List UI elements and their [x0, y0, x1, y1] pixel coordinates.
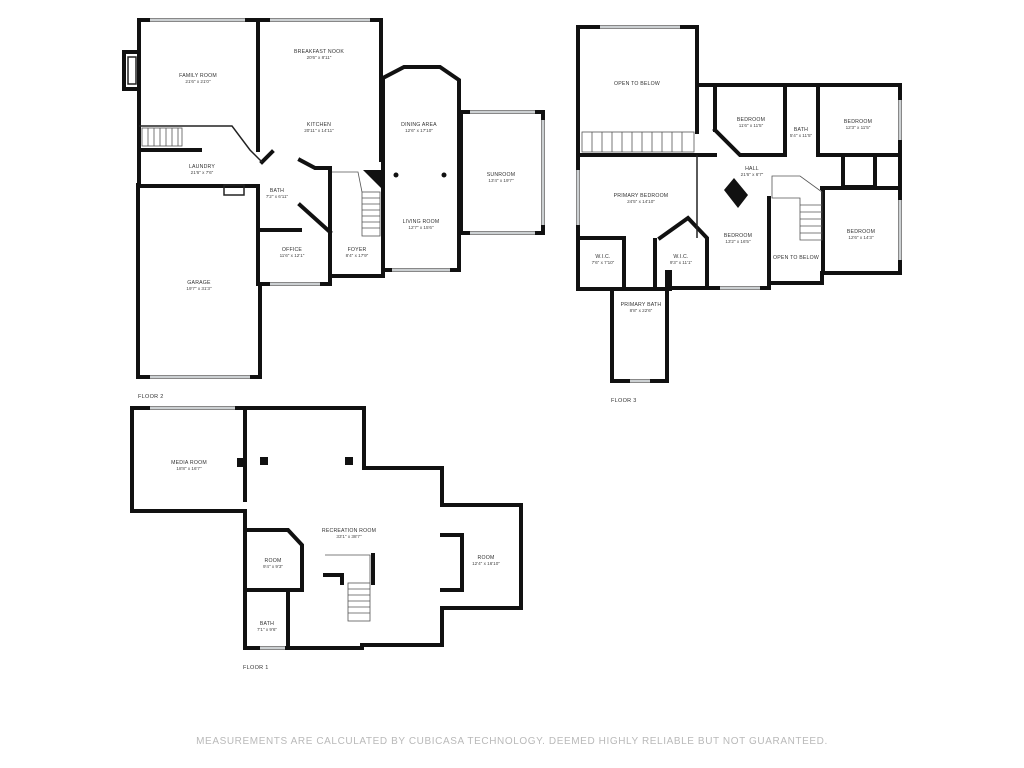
- family-room-dim: 21'6" x 21'0": [185, 79, 211, 84]
- floor-2-label: FLOOR 2: [138, 394, 164, 400]
- living-room-name: LIVING ROOM: [403, 219, 440, 225]
- bedroom-a-dim: 11'6" x 11'5": [739, 123, 764, 128]
- bath-name: BATH: [794, 127, 808, 133]
- stairs: [141, 127, 183, 147]
- foyer-name: FOYER: [348, 247, 367, 253]
- dining-area-name: DINING AREA: [401, 122, 437, 128]
- floor-2-plan: FAMILY ROOM 21'6" x 21'0" BREAKFAST NOOK…: [122, 18, 545, 400]
- wic-2-name: W.I.C.: [673, 254, 688, 260]
- kitchen-name: KITCHEN: [307, 122, 331, 128]
- floor-1-outer-wall: [130, 406, 523, 650]
- office-dim: 11'6" x 12'1": [280, 253, 305, 258]
- primary-bath-dim: 8'8" x 22'6": [630, 308, 653, 313]
- chimney: [724, 178, 748, 208]
- fireplace-hearth: [127, 56, 137, 85]
- bath-dim: 7'1" x 9'6": [257, 627, 277, 632]
- floor-3-label: FLOOR 3: [611, 398, 637, 404]
- column: [260, 457, 268, 465]
- family-room-counter: [139, 125, 263, 163]
- bedroom-b-dim: 12'3" x 11'5": [846, 125, 871, 130]
- garage-dim: 19'7" x 31'3": [186, 286, 212, 291]
- floor-1-plan: MEDIA ROOM 18'8" x 16'7" RECREATION ROOM…: [130, 406, 523, 671]
- bath-dim: 7'2" x 6'11": [266, 194, 289, 199]
- open-to-below-2-name: OPEN TO BELOW: [773, 255, 819, 261]
- recreation-room-dim: 33'1" x 38'7": [336, 534, 362, 539]
- laundry-dim: 21'6" x 7'6": [191, 170, 214, 175]
- family-room-name: FAMILY ROOM: [179, 73, 217, 79]
- wic-1-name: W.I.C.: [595, 254, 610, 260]
- bath-name: BATH: [260, 621, 274, 627]
- room-b-dim: 12'4" x 16'10": [472, 561, 500, 566]
- sunroom-dim: 13'4" x 19'7": [488, 178, 514, 183]
- bath-dim: 5'4" x 11'5": [790, 133, 813, 138]
- stairs: [325, 554, 371, 622]
- floor-1-label: FLOOR 1: [243, 665, 269, 671]
- kitchen-dim: 20'11" x 14'11": [304, 128, 334, 133]
- column: [345, 457, 353, 465]
- floor-3-interior-walls: [576, 83, 902, 291]
- floor-2-interior-walls: [137, 18, 385, 286]
- floor-3-plan: OPEN TO BELOW BEDROOM 11'6" x 11'5" BATH…: [576, 25, 902, 404]
- open-to-below-name: OPEN TO BELOW: [614, 81, 660, 87]
- wic-1-dim: 7'6" x 7'10": [592, 260, 615, 265]
- room-a-dim: 9'4" x 9'3": [263, 564, 283, 569]
- bath-name: BATH: [270, 188, 284, 194]
- bedroom-d-dim: 12'6" x 14'3": [848, 235, 874, 240]
- bedroom-a-name: BEDROOM: [737, 117, 765, 123]
- column: [441, 172, 447, 178]
- media-room-name: MEDIA ROOM: [171, 460, 207, 466]
- floor-1-interior-walls: [243, 406, 464, 650]
- column: [237, 458, 244, 467]
- primary-bedroom-dim: 24'5" x 14'10": [627, 199, 655, 204]
- bedroom-c-dim: 13'2" x 16'5": [725, 239, 751, 244]
- breakfast-nook-name: BREAKFAST NOOK: [294, 49, 344, 55]
- media-room-dim: 18'8" x 16'7": [176, 466, 202, 471]
- sunroom-name: SUNROOM: [487, 172, 516, 178]
- column: [393, 172, 399, 178]
- wic-2-dim: 9'3" x 11'1": [670, 260, 693, 265]
- living-room-dim: 12'7" x 15'6": [408, 225, 434, 230]
- primary-bath-name: PRIMARY BATH: [621, 302, 662, 308]
- recreation-room-name: RECREATION ROOM: [322, 528, 376, 534]
- dining-area-dim: 12'6" x 17'10": [405, 128, 433, 133]
- office-name: OFFICE: [282, 247, 303, 253]
- room-b-name: ROOM: [478, 555, 495, 561]
- foyer-dim: 8'4" x 17'9": [346, 253, 369, 258]
- stairs: [771, 175, 823, 241]
- laundry-door: [223, 184, 245, 196]
- laundry-name: LAUNDRY: [189, 164, 215, 170]
- primary-bedroom-name: PRIMARY BEDROOM: [614, 193, 669, 199]
- hall-dim: 21'6" x 6'7": [741, 172, 764, 177]
- bedroom-b-name: BEDROOM: [844, 119, 872, 125]
- stairs: [332, 171, 381, 237]
- bedroom-d-name: BEDROOM: [847, 229, 875, 235]
- room-a-name: ROOM: [265, 558, 282, 564]
- bedroom-c-name: BEDROOM: [724, 233, 752, 239]
- measurement-disclaimer: MEASUREMENTS ARE CALCULATED BY CUBICASA …: [196, 736, 828, 747]
- fireplace: [122, 50, 141, 91]
- garage-name: GARAGE: [187, 280, 211, 286]
- breakfast-nook-dim: 20'6" x 8'11": [307, 55, 332, 60]
- hall-name: HALL: [745, 166, 759, 172]
- column: [363, 170, 381, 188]
- stairs: [581, 131, 695, 153]
